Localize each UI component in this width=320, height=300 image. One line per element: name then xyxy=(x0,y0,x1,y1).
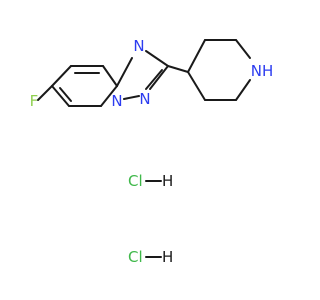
bond xyxy=(235,39,251,59)
bond-double xyxy=(145,69,163,90)
nitrogen-atom-n3: N xyxy=(111,92,122,110)
bond xyxy=(51,85,70,107)
molecule-structure: F N N N NH Cl H Cl H xyxy=(30,37,274,266)
bond xyxy=(235,79,251,101)
bond xyxy=(37,85,53,101)
pyridine-ring xyxy=(51,65,118,107)
piperidine-ring xyxy=(187,39,251,101)
bond xyxy=(149,65,169,90)
fluorine-atom: F xyxy=(30,92,39,110)
bond xyxy=(102,65,118,87)
chlorine-atom: Cl xyxy=(128,172,143,190)
nitrogen-atom-n2: N xyxy=(139,90,150,108)
bond xyxy=(167,65,189,73)
hcl-salt: Cl H xyxy=(128,172,173,190)
triazole-ring xyxy=(116,50,169,100)
piperidine-nh-atom: NH xyxy=(251,62,274,80)
bond xyxy=(187,71,206,101)
hcl-salt: Cl H xyxy=(128,248,173,266)
nitrogen-atom-n1: N xyxy=(133,37,144,55)
bond xyxy=(145,50,169,67)
bond xyxy=(100,85,118,107)
bond xyxy=(116,57,133,87)
bond-double xyxy=(59,87,72,102)
hydrogen-atom: H xyxy=(162,172,173,190)
bond xyxy=(123,95,140,100)
chlorine-atom: Cl xyxy=(128,248,143,266)
hydrogen-atom: H xyxy=(162,248,173,266)
bond xyxy=(187,39,206,73)
bond xyxy=(51,65,72,87)
